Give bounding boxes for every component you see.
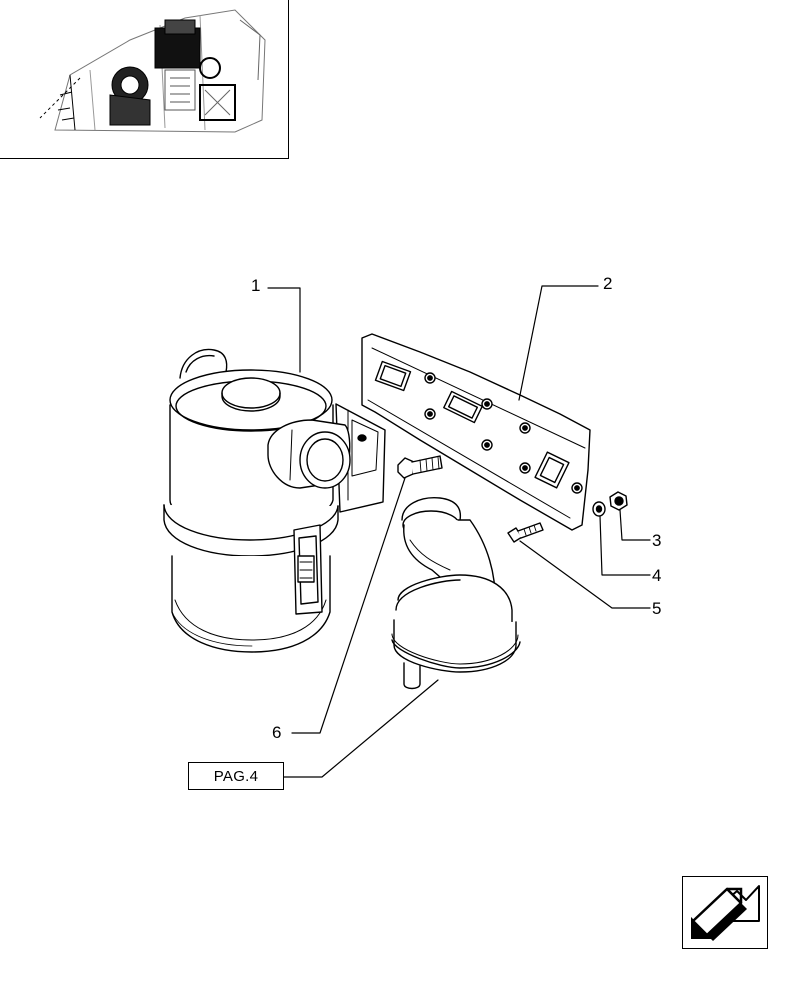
- engine-location-thumbnail: [0, 0, 289, 159]
- leader-pag4: [283, 679, 439, 778]
- callout-2: 2: [603, 274, 613, 293]
- callout-6: 6: [272, 723, 282, 742]
- pre-cleaner-assembly: [391, 497, 521, 690]
- callout-1: 1: [251, 276, 261, 295]
- leader-4: [599, 515, 651, 576]
- washer: [592, 501, 606, 517]
- leader-3: [619, 509, 651, 541]
- page-reference-label: PAG.4: [213, 767, 259, 785]
- leader-5: [519, 540, 651, 609]
- leader-6: [291, 477, 406, 734]
- previous-page-button[interactable]: [682, 876, 768, 949]
- leader-2: [518, 285, 599, 401]
- bolt-long: [397, 455, 443, 479]
- callout-4: 4: [652, 566, 662, 585]
- air-filter-canister: [163, 348, 386, 653]
- callout-5: 5: [652, 599, 662, 618]
- leader-1: [267, 287, 301, 373]
- bolt-short: [507, 522, 544, 543]
- nut: [609, 491, 628, 511]
- leader-lines: [267, 285, 651, 778]
- mounting-plate: [361, 333, 591, 531]
- page-reference-link[interactable]: PAG.4: [188, 762, 284, 790]
- previous-page-arrow-icon: [691, 885, 760, 941]
- callout-3: 3: [652, 531, 662, 550]
